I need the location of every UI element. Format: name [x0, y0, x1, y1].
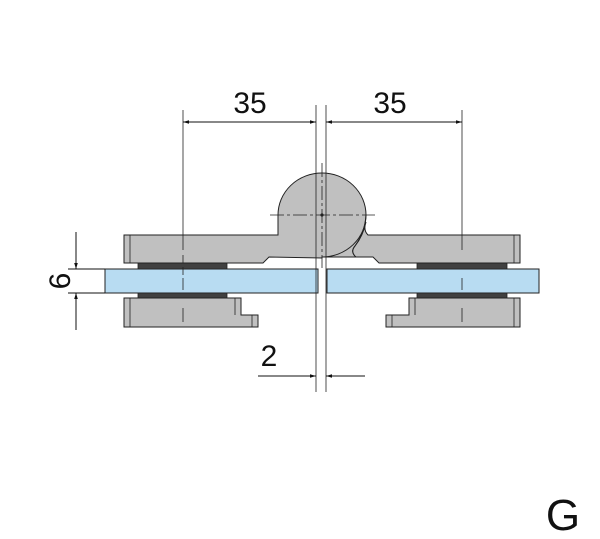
glass-left [104, 268, 319, 294]
dim-label-gap: 2 [261, 340, 278, 373]
dimension-2: 2 [258, 340, 365, 378]
hinge-upper-left [123, 172, 367, 264]
dim-label-thickness: 6 [44, 273, 77, 290]
glass-right [326, 268, 540, 294]
hinge-lower-right [385, 297, 521, 328]
hinge-upper-right [352, 221, 521, 264]
dim-label-right: 35 [373, 87, 406, 120]
dim-label-left: 35 [233, 87, 266, 120]
dimension-35-left: 35 [183, 87, 316, 124]
dimension-6: 6 [44, 232, 105, 330]
variant-label: G [546, 491, 580, 539]
center-lines [182, 105, 463, 392]
dimension-35-right: 35 [326, 87, 462, 124]
hinge-lower-left [123, 297, 259, 328]
